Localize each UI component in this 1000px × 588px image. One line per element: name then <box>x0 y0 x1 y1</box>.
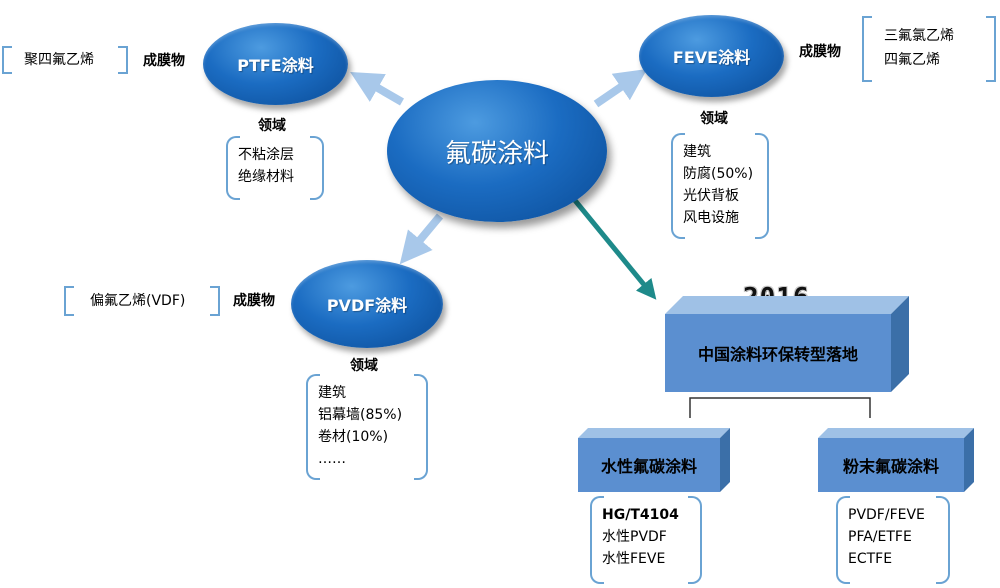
powder-item: PVDF/FEVE <box>848 507 925 523</box>
ptfe-domain-label: 领域 <box>258 118 286 134</box>
powder-box: 粉末氟碳涂料 <box>818 428 974 492</box>
ptfe-node: PTFE涂料 <box>203 23 348 105</box>
powder-items-box: PVDF/FEVE PFA/ETFE ECTFE <box>836 496 950 584</box>
waterborne-title: 水性氟碳涂料 <box>578 438 720 492</box>
bracket-left <box>2 46 12 74</box>
arrow-to-feve <box>593 68 648 108</box>
feve-domain-item: 防腐(50%) <box>683 166 754 182</box>
ptfe-title: PTFE涂料 <box>237 56 314 75</box>
box-side-face <box>720 428 730 492</box>
bracket-right <box>414 374 428 480</box>
bracket-left <box>836 496 850 584</box>
waterborne-item: HG/T4104 <box>602 507 679 523</box>
bracket-right <box>310 136 324 200</box>
pvdf-film-label: 成膜物 <box>233 293 275 309</box>
ptfe-film-box: 聚四氟乙烯 <box>2 46 128 74</box>
ptfe-domain-box: 不粘涂层 绝缘材料 <box>226 136 324 200</box>
pvdf-domain-item: 铝幕墙(85%) <box>318 407 403 423</box>
pvdf-film-item: 偏氟乙烯(VDF) <box>90 293 186 309</box>
pvdf-domain-item: 建筑 <box>318 385 346 401</box>
ptfe-domain-item: 绝缘材料 <box>238 169 294 185</box>
bracket-right <box>688 496 702 584</box>
center-title: 氟碳涂料 <box>444 138 549 169</box>
bracket-right <box>936 496 950 584</box>
feve-domain-box: 建筑 防腐(50%) 光伏背板 风电设施 <box>671 133 769 239</box>
feve-domain-item: 建筑 <box>683 144 711 160</box>
waterborne-items-box: HG/T4104 水性PVDF 水性FEVE <box>590 496 702 584</box>
feve-film-item: 四氟乙烯 <box>884 52 940 68</box>
ptfe-film-item: 聚四氟乙烯 <box>24 52 94 68</box>
feve-film-item: 三氟氯乙烯 <box>884 28 954 44</box>
ptfe-film-label: 成膜物 <box>143 53 185 69</box>
bracket-left <box>590 496 604 584</box>
bracket-left <box>671 133 685 239</box>
policy-box: 中国涂料环保转型落地 <box>665 296 909 392</box>
waterborne-item: 水性PVDF <box>602 529 667 545</box>
feve-domain-label: 领域 <box>700 111 728 127</box>
bracket-left <box>862 16 872 82</box>
arrow-to-ptfe <box>350 71 405 106</box>
waterborne-item: 水性FEVE <box>602 551 666 567</box>
center-node: 氟碳涂料 <box>387 80 607 222</box>
powder-item: PFA/ETFE <box>848 529 912 545</box>
box-top-face <box>665 296 909 314</box>
box-side-face <box>964 428 974 492</box>
powder-item: ECTFE <box>848 551 893 567</box>
feve-node: FEVE涂料 <box>639 15 784 97</box>
waterborne-box: 水性氟碳涂料 <box>578 428 730 492</box>
bracket-left <box>226 136 240 200</box>
bracket-right <box>986 16 996 82</box>
pvdf-domain-item: …… <box>318 451 346 467</box>
bracket-right <box>210 286 220 316</box>
arrow-to-policy <box>571 196 657 300</box>
feve-film-box: 三氟氯乙烯 四氟乙烯 <box>862 16 996 82</box>
ptfe-domain-item: 不粘涂层 <box>238 147 294 163</box>
feve-domain-item: 光伏背板 <box>683 188 739 204</box>
bracket-left <box>64 286 74 316</box>
feve-film-label: 成膜物 <box>799 44 841 60</box>
bracket-right <box>118 46 128 74</box>
feve-domain-item: 风电设施 <box>683 210 739 226</box>
pvdf-node: PVDF涂料 <box>291 260 443 348</box>
bracket-right <box>755 133 769 239</box>
pvdf-domain-label: 领域 <box>350 358 378 374</box>
box-top-face <box>818 428 974 438</box>
pvdf-domain-box: 建筑 铝幕墙(85%) 卷材(10%) …… <box>306 374 428 480</box>
feve-title: FEVE涂料 <box>672 48 751 67</box>
policy-title: 中国涂料环保转型落地 <box>665 314 891 392</box>
pvdf-film-box: 偏氟乙烯(VDF) <box>64 286 220 316</box>
pvdf-title: PVDF涂料 <box>326 296 408 315</box>
pvdf-domain-item: 卷材(10%) <box>318 429 389 445</box>
tree-connector <box>689 397 871 418</box>
box-side-face <box>891 296 909 392</box>
powder-title: 粉末氟碳涂料 <box>818 438 964 492</box>
box-top-face <box>578 428 730 438</box>
bracket-left <box>306 374 320 480</box>
arrow-to-pvdf <box>399 213 444 265</box>
